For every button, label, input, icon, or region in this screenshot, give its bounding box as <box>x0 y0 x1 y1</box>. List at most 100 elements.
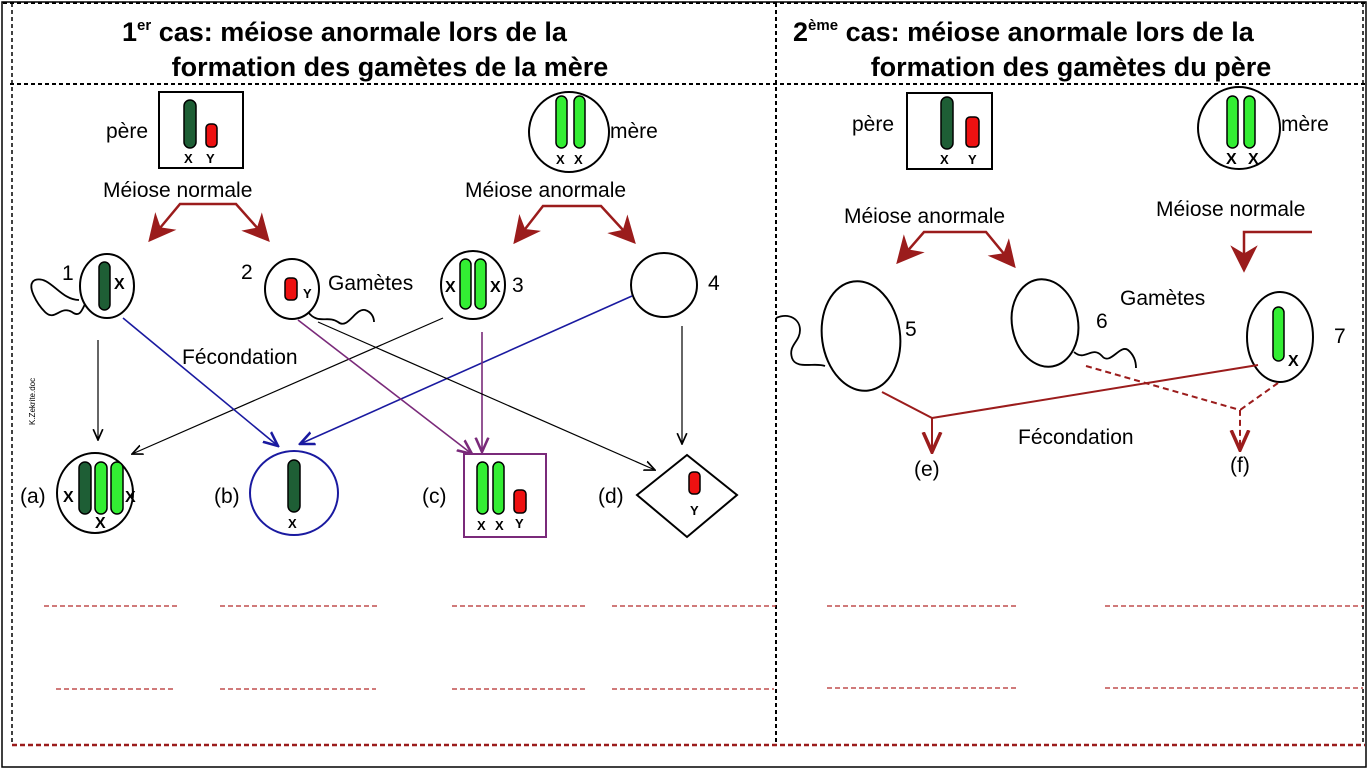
chromosome-x <box>1272 306 1285 362</box>
father-cell <box>158 91 244 169</box>
case2-title-line1: 2ème cas: méiose anormale lors de la <box>793 17 1255 47</box>
gamete-number-2: 2 <box>241 261 253 284</box>
pere-label: père <box>106 120 148 143</box>
mother-cell <box>1197 86 1281 170</box>
x-label: X <box>114 276 125 293</box>
chromosome-x-mother-2 <box>573 95 586 149</box>
result-d-label: (d) <box>598 485 624 508</box>
zygote-d-cell <box>635 453 739 539</box>
x-label: X <box>63 489 74 506</box>
chromosome-x-maternal-1 <box>476 461 489 515</box>
gamete-3-cell <box>440 250 506 320</box>
watermark: K.Zekrite.doc <box>28 378 37 425</box>
chromosome-x-2 <box>474 258 487 310</box>
chromosome-x-mother-2 <box>1243 95 1256 149</box>
sperm-tail <box>775 315 826 367</box>
chromosome-y <box>688 471 701 495</box>
gamete-number-3: 3 <box>512 274 524 297</box>
result-c-label: (c) <box>422 485 447 508</box>
x-label: X <box>574 152 583 167</box>
y-label: Y <box>690 503 699 518</box>
y-label: Y <box>515 516 524 531</box>
meiose-anormale-label: Méiose anormale <box>465 179 626 202</box>
arrow-2-to-c <box>297 319 472 454</box>
chromosome-x-paternal <box>78 461 92 515</box>
x-label: X <box>445 279 456 296</box>
arrow-4-to-b <box>300 295 633 444</box>
fertilization-arrow-f <box>1085 365 1240 450</box>
fertilization-line-7-to-f <box>1239 382 1279 411</box>
x-label: X <box>288 516 297 531</box>
meiose-anormale-label: Méiose anormale <box>844 205 1005 228</box>
answer-lines-case1 <box>44 605 776 690</box>
chromosome-x <box>287 459 301 513</box>
x-label: X <box>490 279 501 296</box>
gamete-number-7: 7 <box>1334 325 1346 348</box>
chromosome-x-father <box>940 96 954 150</box>
gamete-number-4: 4 <box>708 272 720 295</box>
y-label: Y <box>303 286 312 301</box>
gametes-label-case1: Gamètes <box>328 272 413 295</box>
arrow-2-to-d <box>317 321 655 470</box>
fertilization-line-7-to-e <box>931 364 1259 419</box>
chromosome-y-father <box>965 116 980 148</box>
answer-lines-case2 <box>827 605 1363 689</box>
result-f-label: (f) <box>1230 454 1250 477</box>
sperm-tail <box>1073 348 1137 369</box>
meiose-normale-label: Méiose normale <box>103 179 252 202</box>
case1-title-line2: formation des gamètes de la mère <box>172 52 609 82</box>
result-b-label: (b) <box>214 485 240 508</box>
mere-label: mère <box>610 120 658 143</box>
gamete-number-5: 5 <box>905 318 917 341</box>
x-label: X <box>1288 353 1299 370</box>
arrow-3-to-a <box>132 317 444 454</box>
x-label: X <box>495 518 504 533</box>
fecondation-label-case2: Fécondation <box>1018 426 1134 449</box>
meiosis-arrow-mother <box>1230 230 1312 273</box>
gamete-5-cell <box>820 280 902 392</box>
chromosome-x-1 <box>459 258 472 310</box>
sperm-tail <box>307 309 375 325</box>
fertilization-arrow-e <box>881 391 932 452</box>
x-label: X <box>477 518 486 533</box>
chromosome-y <box>513 489 527 514</box>
mere-label: mère <box>1281 113 1329 136</box>
sperm-tail <box>30 278 87 317</box>
x-label: X <box>556 152 565 167</box>
gamete-4-cell <box>630 252 698 318</box>
gamete-6-cell <box>1010 278 1080 368</box>
chromosome-y-father <box>205 123 218 148</box>
chromosome-x-maternal-2 <box>492 461 505 515</box>
chromosome-x-father <box>183 99 197 149</box>
arrow-1-to-b <box>122 317 278 446</box>
case1-title-line1: 1er cas: méiose anormale lors de la <box>122 17 568 47</box>
mother-cell <box>528 91 610 173</box>
meiosis-arrow-father <box>148 202 270 243</box>
chromosome-x-maternal-2 <box>110 461 124 515</box>
x-label: X <box>1248 151 1259 168</box>
result-a-label: (a) <box>20 485 46 508</box>
chromosome-x <box>98 261 111 311</box>
meiosis-arrow-mother <box>513 204 636 245</box>
chromosome-y <box>284 277 298 301</box>
pere-label: père <box>852 113 894 136</box>
chromosome-x-mother-1 <box>555 95 568 149</box>
x-label: X <box>940 152 949 167</box>
y-label: Y <box>206 151 215 166</box>
fecondation-label-case1: Fécondation <box>182 346 298 369</box>
gamete-number-6: 6 <box>1096 310 1108 333</box>
y-label: Y <box>968 152 977 167</box>
gametes-label-case2: Gamètes <box>1120 287 1205 310</box>
gamete-number-1: 1 <box>62 262 74 285</box>
meiosis-arrow-father <box>896 230 1016 269</box>
x-label: X <box>95 515 106 532</box>
x-label: X <box>184 151 193 166</box>
result-e-label: (e) <box>914 458 940 481</box>
x-label: X <box>1226 151 1237 168</box>
chromosome-x-maternal-1 <box>94 461 108 515</box>
case2-title-line2: formation des gamètes du père <box>871 52 1272 82</box>
meiose-normale-label: Méiose normale <box>1156 198 1305 221</box>
chromosome-x-mother-1 <box>1226 95 1239 149</box>
